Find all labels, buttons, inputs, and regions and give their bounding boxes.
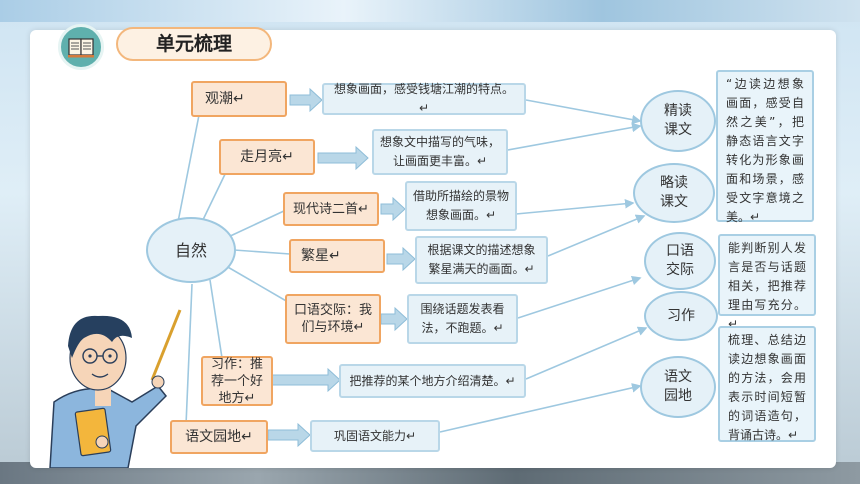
description-box: 借助所描绘的景物想象画面。↵ bbox=[405, 181, 517, 231]
lesson-box: 观潮↵ bbox=[191, 81, 287, 117]
aim-box: 梳理、总结边读边想象画面的方法，会用表示时间短暂的词语造句，背诵古诗。↵ bbox=[718, 326, 816, 442]
lesson-box: 语文园地↵ bbox=[170, 420, 268, 454]
description-box: 把推荐的某个地方介绍清楚。↵ bbox=[339, 364, 526, 398]
teacher-illustration bbox=[49, 309, 182, 468]
center-node: 自然 bbox=[146, 217, 236, 283]
page-title: 单元梳理 bbox=[116, 27, 272, 61]
book-icon bbox=[58, 24, 104, 70]
lesson-box: 走月亮↵ bbox=[219, 139, 315, 175]
background-top bbox=[0, 0, 860, 22]
description-box: 想象画面，感受钱塘江潮的特点。↵ bbox=[322, 82, 526, 115]
description-box: 围绕话题发表看法，不跑题。↵ bbox=[407, 294, 518, 344]
category-node: 精读课文 bbox=[640, 90, 716, 152]
category-node: 略读课文 bbox=[633, 163, 715, 223]
category-node: 习作 bbox=[644, 291, 718, 341]
lesson-box: 繁星↵ bbox=[289, 239, 385, 273]
aim-box: “边读边想象画面，感受自然之美”，把静态语言文字转化为形象画面和场景，感受文字意… bbox=[716, 70, 814, 224]
lesson-box: 口语交际：我们与环境↵ bbox=[285, 294, 381, 344]
lesson-box: 现代诗二首↵ bbox=[283, 192, 379, 226]
category-node: 语文园地 bbox=[640, 356, 716, 418]
description-box: 根据课文的描述想象繁星满天的画面。↵ bbox=[415, 236, 548, 284]
description-box: 巩固语文能力↵ bbox=[310, 420, 440, 452]
category-node: 口语交际 bbox=[644, 232, 716, 290]
description-box: 想象文中描写的气味，让画面更丰富。↵ bbox=[372, 129, 508, 175]
aim-box: 能判断别人发言是否与话题相关，把推荐理由写充分。↵ bbox=[718, 234, 816, 331]
lesson-box: 习作：推荐一个好地方↵ bbox=[201, 356, 273, 406]
